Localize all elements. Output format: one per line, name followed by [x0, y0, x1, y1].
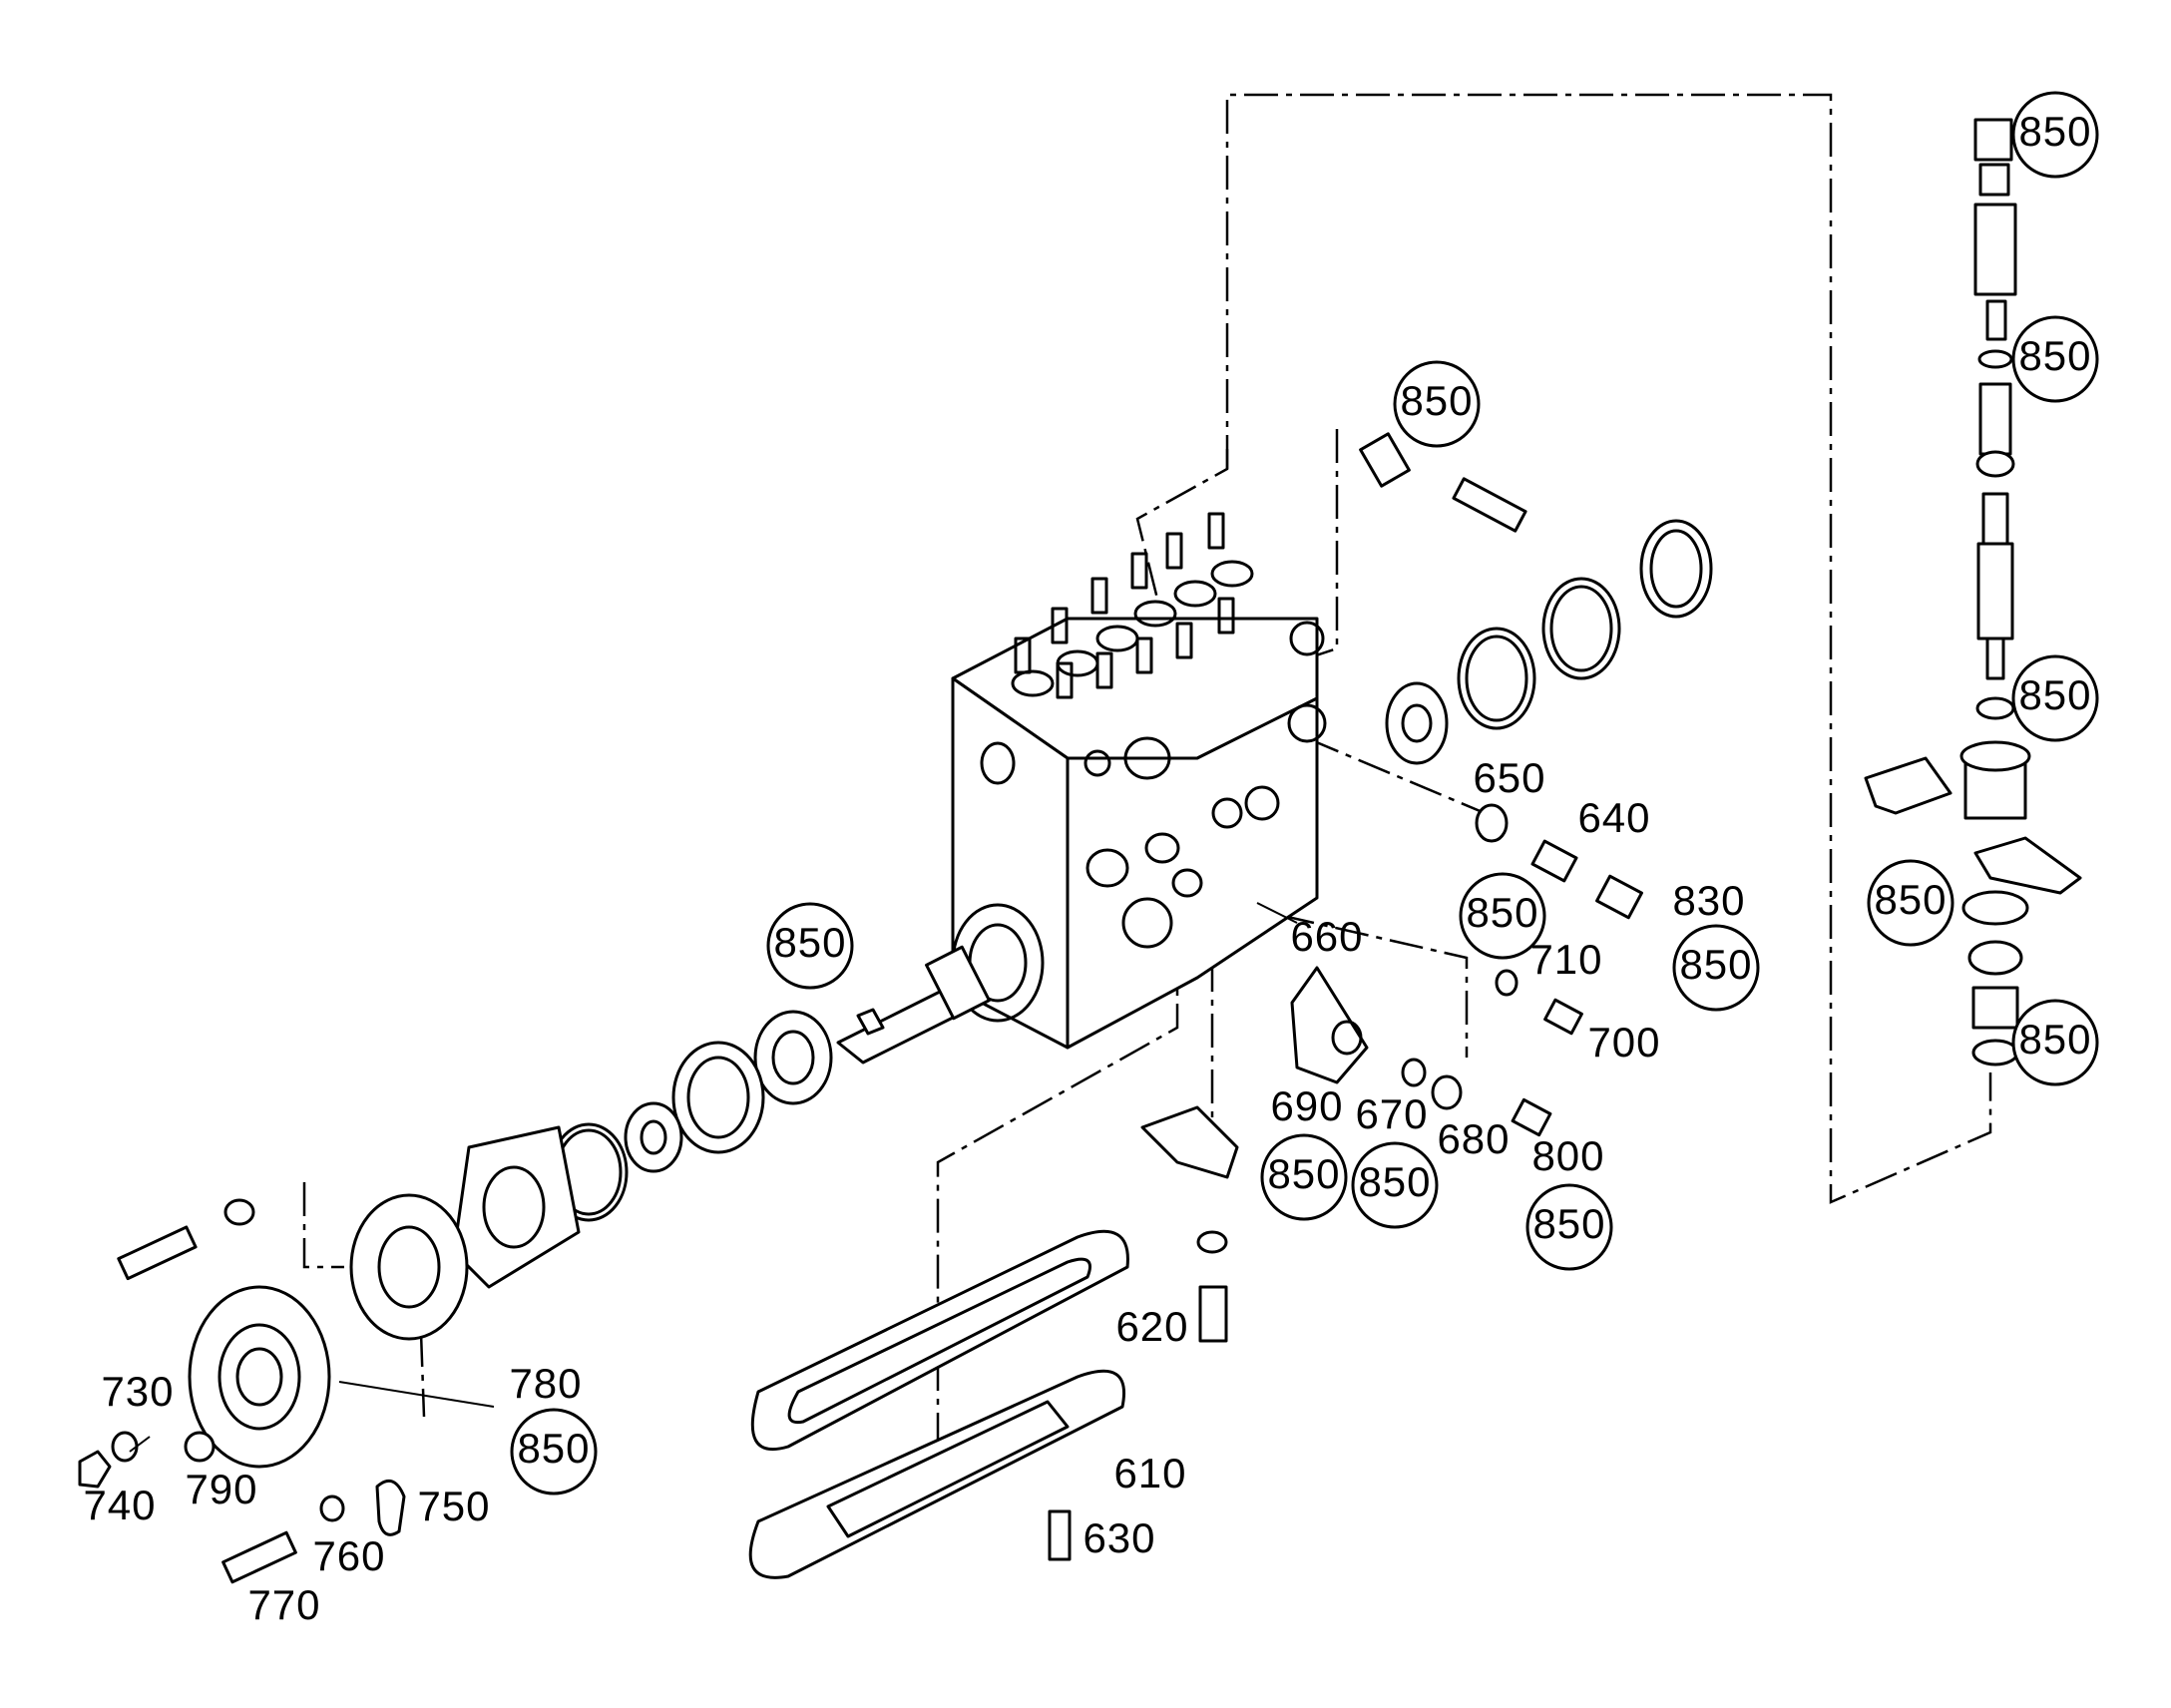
label-760: 760: [312, 1532, 385, 1579]
callout-circle: [766, 902, 854, 990]
callout-circle: [1525, 1183, 1613, 1271]
callout-circle: [1260, 1133, 1348, 1221]
label-660: 660: [1290, 913, 1363, 960]
callout-circle: [2011, 654, 2099, 742]
label-620: 620: [1115, 1303, 1188, 1350]
label-670: 670: [1355, 1090, 1428, 1137]
bottom-cover-plates: [748, 1229, 1129, 1579]
camshaft: [836, 945, 991, 1065]
callout-circle: [2011, 91, 2099, 179]
callout-circle: [1393, 360, 1481, 448]
callout-850-shaft: 850: [773, 919, 846, 966]
bearing-stack-left: [188, 1010, 833, 1469]
callout-850-top-center: 850: [1400, 377, 1473, 424]
label-630: 630: [1083, 1514, 1155, 1561]
callout-circles: [510, 91, 2099, 1495]
label-780: 780: [509, 1360, 582, 1407]
callout-850-mid-2: 850: [1679, 941, 1752, 988]
callout-850-top-right-1: 850: [2018, 108, 2091, 155]
callout-labels: 850 850 850 850 850 850 850 850 850 850 …: [83, 108, 2091, 1628]
callout-850-right-3: 850: [2018, 671, 2091, 718]
label-leaders: [129, 902, 1298, 1453]
callout-850-right-5: 850: [2018, 1016, 2091, 1063]
label-650: 650: [1473, 754, 1545, 801]
label-700: 700: [1587, 1019, 1660, 1066]
callout-circle: [1459, 872, 1546, 960]
callout-850-670: 850: [1358, 1158, 1431, 1205]
callout-850-right-4: 850: [1874, 876, 1947, 923]
label-730: 730: [101, 1368, 174, 1415]
callout-850-top-right-2: 850: [2018, 332, 2091, 379]
callout-circle: [1351, 1141, 1439, 1229]
label-830: 830: [1672, 877, 1745, 924]
callout-circle: [2011, 315, 2099, 403]
callout-850-mid-1: 850: [1466, 889, 1538, 936]
callout-circle: [1672, 924, 1760, 1012]
delivery-valve-stack: [1864, 118, 2082, 1067]
label-800: 800: [1531, 1132, 1604, 1179]
pump-housing: [951, 512, 1327, 1050]
small-parts: [78, 432, 1713, 1584]
label-750: 750: [417, 1483, 490, 1529]
callout-circle: [2011, 999, 2099, 1086]
label-790: 790: [185, 1466, 257, 1512]
callout-850-800: 850: [1532, 1200, 1605, 1247]
callout-850-690: 850: [1267, 1150, 1340, 1197]
label-640: 640: [1577, 794, 1650, 841]
callout-circle: [510, 1408, 598, 1495]
label-610: 610: [1113, 1450, 1186, 1496]
callout-circle: [1867, 859, 1954, 947]
label-710: 710: [1529, 936, 1602, 983]
label-690: 690: [1270, 1082, 1343, 1129]
label-770: 770: [247, 1581, 320, 1628]
label-680: 680: [1437, 1115, 1510, 1162]
label-740: 740: [83, 1482, 156, 1528]
callout-850-780: 850: [517, 1425, 590, 1472]
